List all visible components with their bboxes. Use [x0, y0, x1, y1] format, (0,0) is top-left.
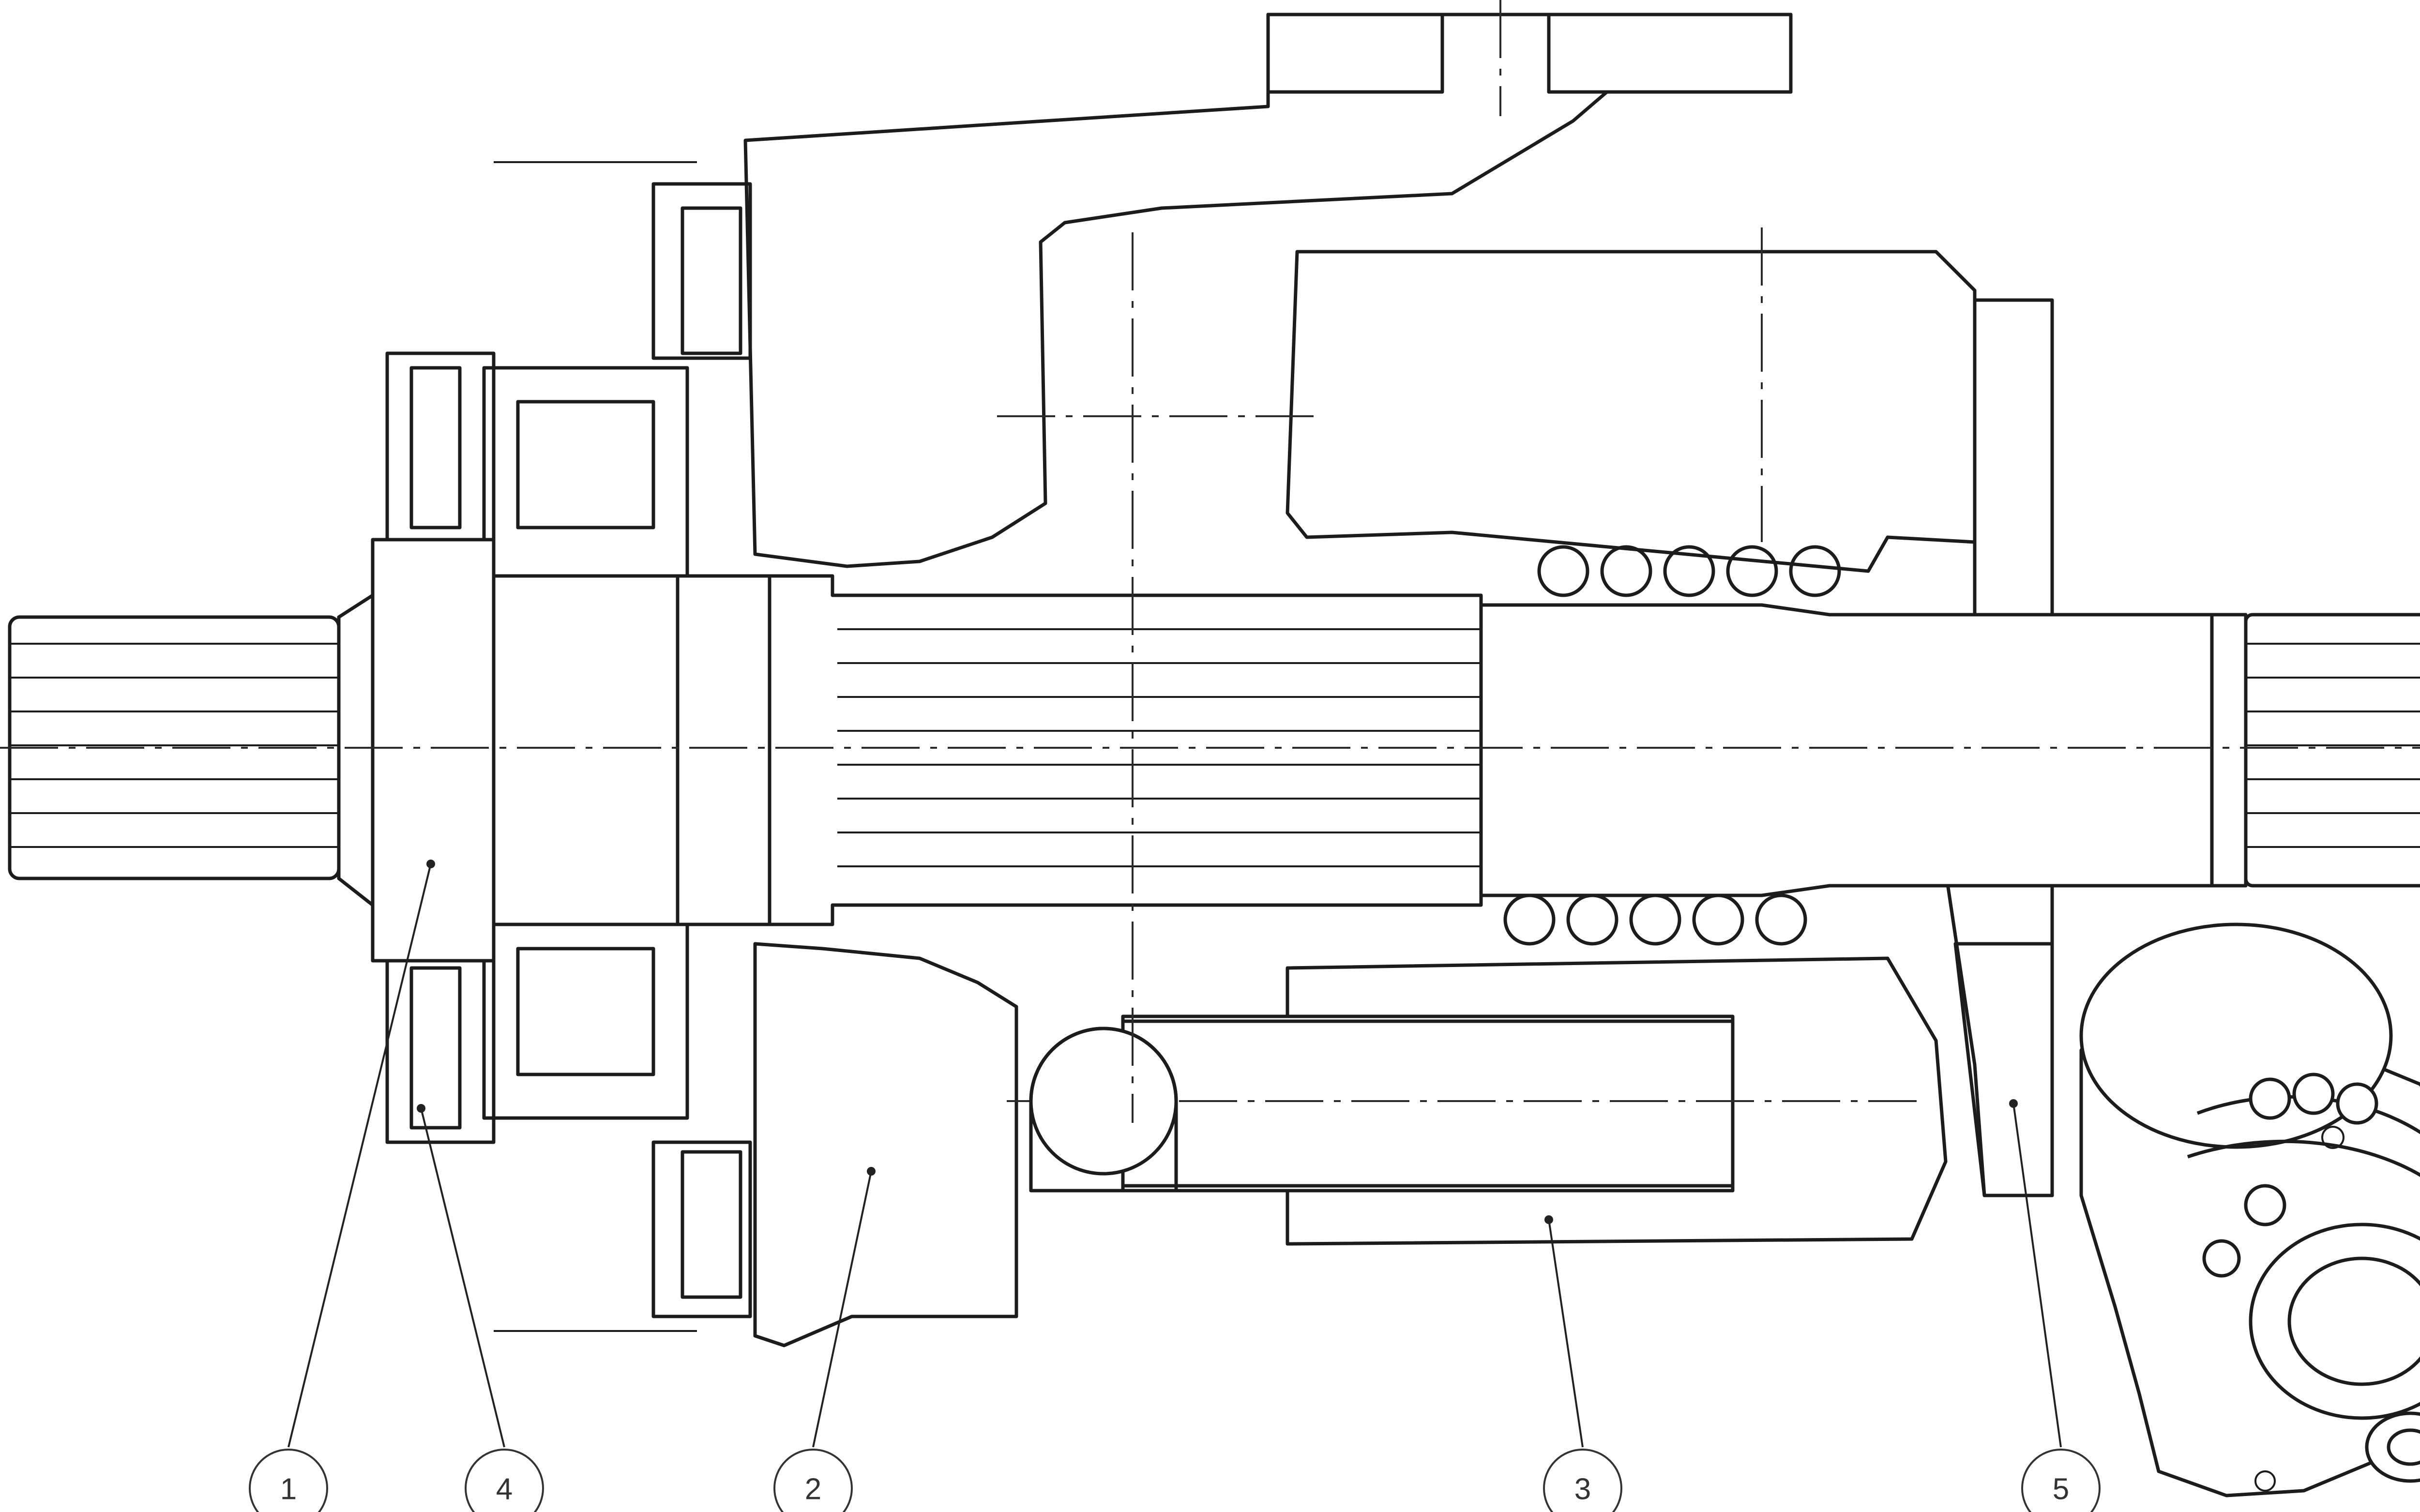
drive-shaft: [371, 538, 2214, 963]
callout-3: 3: [1543, 1449, 1622, 1512]
housing: [743, 13, 1793, 1347]
callout-5: 5: [2021, 1449, 2101, 1512]
callout-1: 1: [249, 1449, 328, 1512]
right-spline-end: [2210, 613, 2420, 888]
callout-3-label: 3: [1574, 1473, 1591, 1506]
shaft-spline: [832, 594, 1481, 867]
center-lines: [0, 0, 2420, 1123]
spring-coils: [1503, 545, 1841, 946]
rotary-group-3d-view: [2079, 922, 2420, 1497]
callout-4-label: 4: [496, 1473, 513, 1506]
callout-2: 2: [773, 1449, 853, 1512]
flange: [494, 161, 752, 1332]
cylinder-piston: [1007, 956, 1948, 1246]
callout-4: 4: [465, 1449, 544, 1512]
shaft-seal-ring: [385, 351, 496, 1144]
left-spline-end: [8, 593, 375, 907]
control-plate: [1953, 942, 2054, 1197]
callout-1-label: 1: [280, 1473, 297, 1506]
callout-5-label: 5: [2053, 1473, 2069, 1506]
callout-2-label: 2: [805, 1473, 821, 1506]
bearing: [482, 366, 689, 1120]
leader-lines: [287, 860, 2062, 1448]
